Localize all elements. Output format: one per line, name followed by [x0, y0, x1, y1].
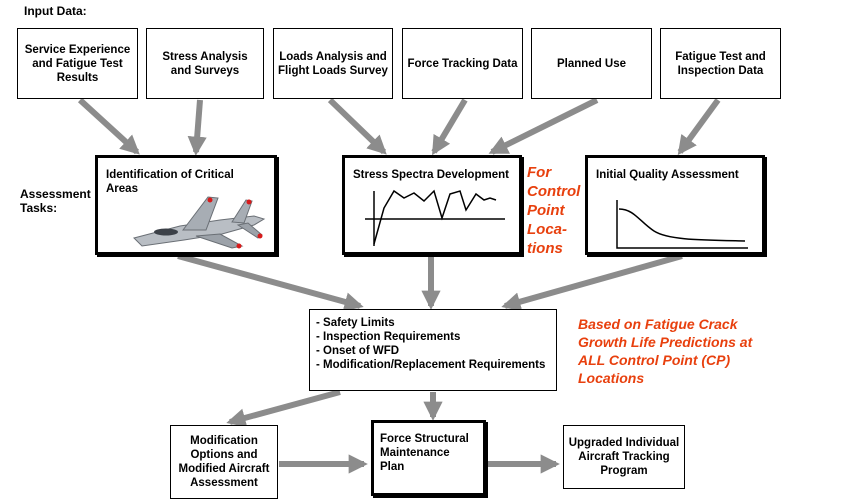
note-based-on-predictions: Based on Fatigue Crack Growth Life Predi…: [578, 316, 753, 386]
arrow-service-to-critical: [77, 97, 140, 155]
input-force-tracking: Force Tracking Data: [402, 28, 523, 99]
arrow-planned-to-spectra: [488, 97, 599, 155]
arrow-critical-to-center: [177, 253, 364, 312]
center-item: - Onset of WFD: [316, 345, 400, 357]
arrow-loads-to-spectra: [327, 97, 387, 155]
arrow-tracking-to-spectra: [431, 98, 468, 156]
task-critical-areas: Identification of Critical Areas: [95, 155, 277, 255]
input-service-experience: Service Experience and Fatigue Test Resu…: [17, 28, 138, 99]
center-requirements-box: - Safety Limits - Inspection Requirement…: [309, 309, 557, 391]
input-fatigue-test: Fatigue Test and Inspection Data: [660, 28, 781, 99]
fighter-jet-icon: [133, 196, 266, 249]
center-item: - Modification/Replacement Requirements: [316, 359, 546, 371]
arrow-center-to-modification: [226, 389, 341, 428]
input-stress-analysis: Stress Analysis and Surveys: [146, 28, 264, 99]
arrow-stress-to-critical: [187, 99, 207, 156]
stress-spectrum-icon: [365, 189, 505, 246]
task-stress-spectra: Stress Spectra Development: [342, 155, 522, 255]
task-initial-quality: Initial Quality Assessment: [585, 155, 765, 255]
input-data-label: Input Data:: [24, 4, 87, 18]
task-stress-spectra-title: Stress Spectra Development: [353, 169, 509, 181]
input-loads-analysis: Loads Analysis and Flight Loads Survey: [273, 28, 393, 99]
output-tracking-program: Upgraded Individual Aircraft Tracking Pr…: [563, 425, 685, 489]
task-critical-areas-title: Identification of Critical Areas: [106, 169, 234, 195]
center-item: - Inspection Requirements: [316, 331, 461, 343]
arrow-quality-to-center: [501, 253, 683, 312]
input-planned-use: Planned Use: [531, 28, 652, 99]
arrow-fatigue-to-quality: [677, 98, 721, 156]
task-initial-quality-title: Initial Quality Assessment: [596, 169, 739, 181]
decay-curve-icon: [616, 200, 748, 249]
output-modification-options: Modification Options and Modified Aircra…: [170, 425, 278, 499]
note-control-point: For Control Point Loca- tions: [527, 164, 581, 257]
center-item: - Safety Limits: [316, 317, 395, 329]
assessment-tasks-label: Assessment Tasks:: [20, 187, 91, 215]
output-force-structural-plan: Force Structural Maintenance Plan: [371, 420, 486, 496]
